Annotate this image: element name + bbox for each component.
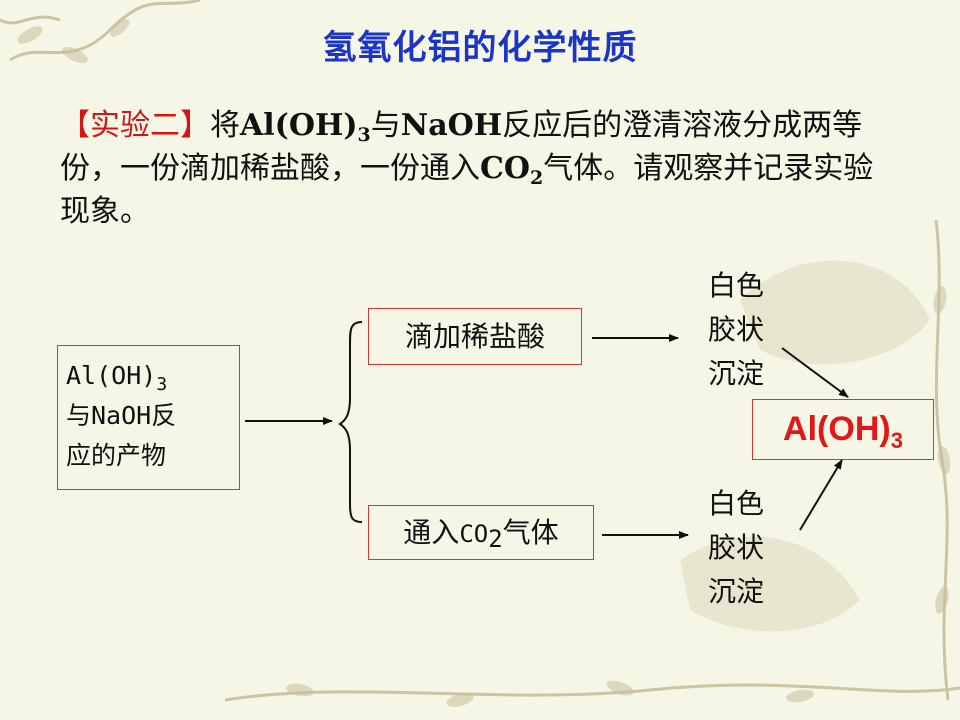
result-bottom: 白色 胶状 沉淀 (707, 487, 764, 608)
formula-aloh3: Al(OH)3 (240, 108, 371, 146)
source-node: Al(OH)3 与NaOH反 应的产物 (57, 345, 240, 490)
result-top: 白色 胶状 沉淀 (707, 269, 764, 390)
formula-co2: CO2 (480, 151, 544, 189)
experiment-description: 【实验二】将Al(OH)3与NaOH反应后的澄清溶液分成两等份，一份滴加稀盐酸，… (60, 108, 874, 229)
page-title: 氢氧化铝的化学性质 (322, 28, 638, 68)
branch-pass-co2: 通入CO2气体 (368, 505, 594, 560)
final-product-node: Al(OH)3 (752, 399, 934, 460)
experiment-tag: 【实验二】 (60, 108, 210, 143)
reagent-naoh: NaOH (400, 108, 503, 143)
branch-add-hcl: 滴加稀盐酸 (368, 308, 582, 365)
